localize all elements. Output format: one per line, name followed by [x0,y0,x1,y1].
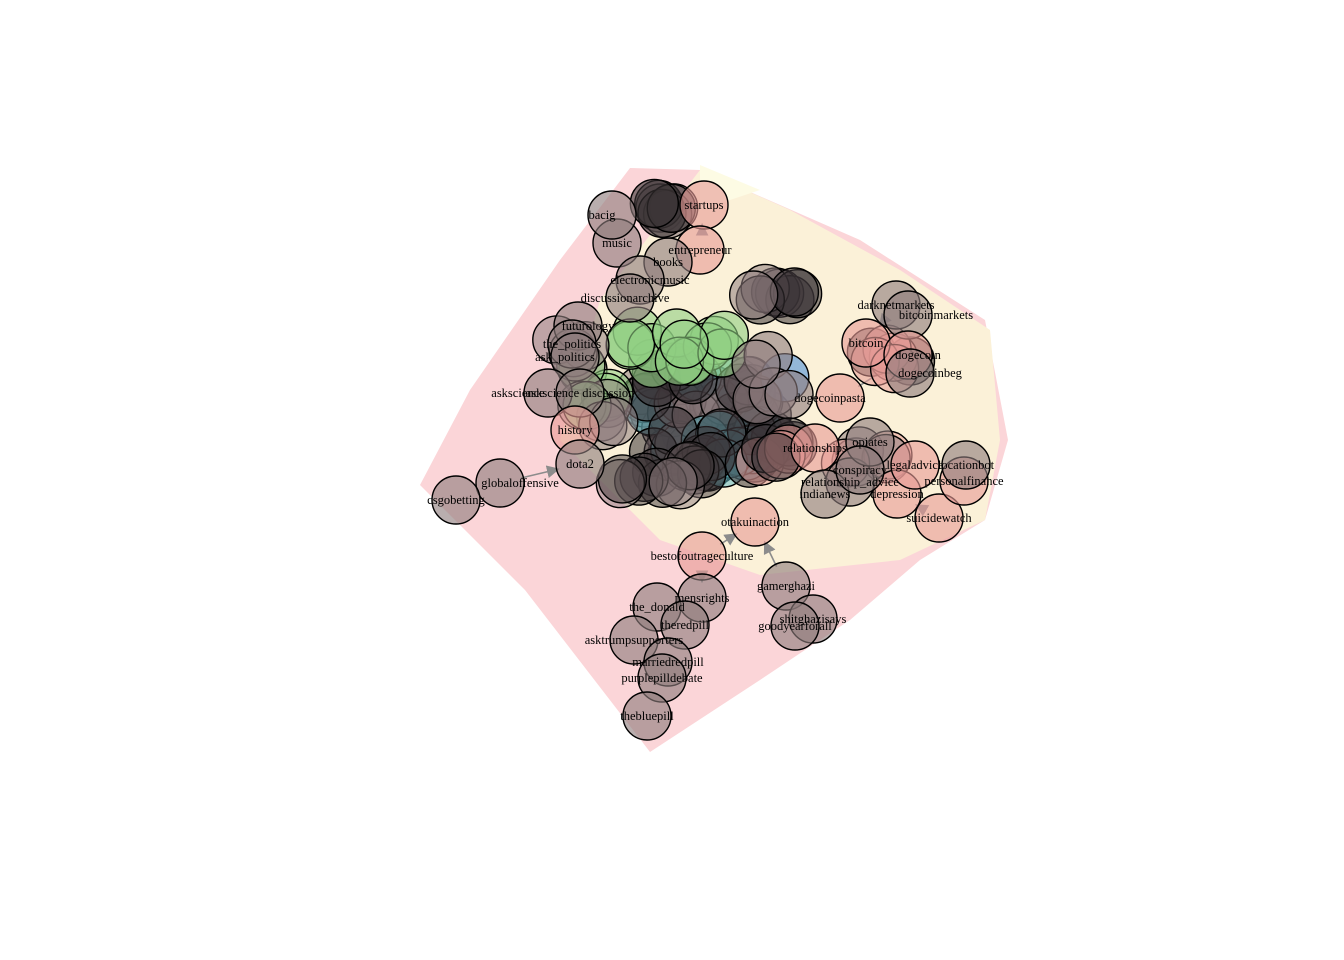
node-label-conspiracy: conspiracy [833,463,888,477]
graph-node-bacig [587,190,637,240]
graph-node-dogecoinpasta [815,373,865,423]
graph-node-discussionarchive [605,273,655,323]
graph-node-goodyearforall [770,601,820,651]
node-label-asktrumpsupporters: asktrumpsupporters [585,633,684,647]
graph-node [659,319,709,369]
node-label-legaladvice: legaladvice [887,458,944,472]
node-label-purplepilldebate: purplepilldebate [621,671,703,685]
graph-node-locationbot [941,440,991,490]
node-label-bacig: bacig [588,208,616,222]
node-label-relationship-advice: relationship_advice [801,475,899,489]
node-label-the-donald: the_donald [629,600,685,614]
edge-globaloffensive-to-dota2 [520,465,560,479]
node-label-music: music [602,236,632,250]
graph-node [597,454,648,504]
node-label-bitcoinmarkets: bitcoinmarkets [899,308,973,322]
edge-gamerghazi-to-otakuinaction [763,540,778,567]
graph-node [648,457,698,507]
node-label-personalfinance: personalfinance [924,474,1004,488]
node-label-dota2: dota2 [566,457,594,471]
node-label-electronicmusic: electronicmusic [610,273,690,287]
node-label-books: books [653,255,683,269]
node-label-ask-politics: ask_politics [535,350,595,364]
node-label-opiates: opiates [852,435,888,449]
node-label-dogecoin: dogecoin [895,348,942,362]
node-label-suicidewatch: suicidewatch [906,511,972,525]
graph-node-suicidewatch [914,493,964,543]
node-label-depression: depression [870,487,924,501]
node-label-shitghazisays: shitghazisays [780,612,847,626]
node-label-csgobetting: csgobetting [427,493,485,507]
node-label-history: history [558,423,593,437]
node-label-discussionarchive: discussionarchive [581,291,670,305]
node-label-otakuinaction: otakuinaction [721,515,790,529]
graph-node-legaladvice [890,440,940,490]
graph-node-dogecoinbeg [885,348,935,398]
node-label-bitcoin: bitcoin [849,336,884,350]
node-label-the-politics: the_politics [543,337,601,351]
node-label-entrepreneur: entrepreneur [668,243,732,257]
graph-node-globaloffensive [475,458,525,508]
node-label-bestofoutrageculture: bestofoutrageculture [651,549,754,563]
graph-node-dota2 [555,439,605,489]
node-label-dogecoinbeg: dogecoinbeg [898,366,963,380]
node-label-dogecoinpasta: dogecoinpasta [794,391,866,405]
node-label-mensrights: mensrights [675,591,730,605]
node-label-goodyearforall: goodyearforall [758,619,832,633]
graph-node [729,270,779,320]
node-label-startups: startups [685,198,724,212]
graph-node-otakuinaction [730,497,780,547]
node-label-indianews: indianews [800,487,851,501]
node-layer [431,178,991,741]
graph-node-indianews [800,469,850,519]
node-label-askscience-discussion: askscience discussion [526,386,635,400]
node-label-thebluepill: thebluepill [620,709,674,723]
node-label-futurology: futurology [562,319,616,333]
graph-node-csgobetting [431,475,481,525]
node-label-gamerghazi: gamerghazi [757,579,816,593]
node-label-globaloffensive: globaloffensive [481,476,559,490]
node-label-askscience: askscience [491,386,545,400]
node-label-theredpill: theredpill [661,618,709,632]
graph-node [629,178,679,229]
graph-node-thebluepill [622,691,672,741]
node-label-locationbot: locationbot [938,458,995,472]
node-label-darknetmarkets: darknetmarkets [857,298,934,312]
node-label-marriedredpill: marriedredpill [632,655,704,669]
node-label-relationships: relationships [783,441,847,455]
graph-node-conspiracy [835,445,885,495]
graph-node [731,339,781,389]
